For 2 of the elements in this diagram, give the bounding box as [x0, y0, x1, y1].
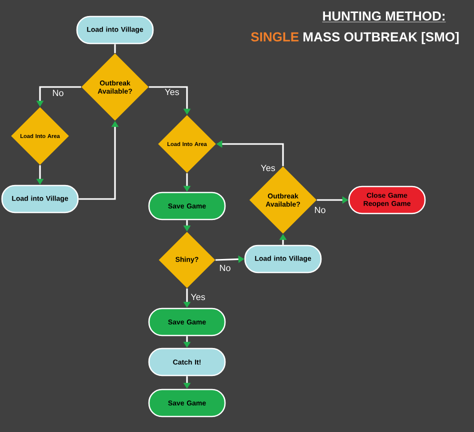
title-text: HUNTING METHOD:	[322, 11, 446, 22]
subtitle-text: SINGLE MASS OUTBREAK [SMO]	[251, 32, 459, 44]
